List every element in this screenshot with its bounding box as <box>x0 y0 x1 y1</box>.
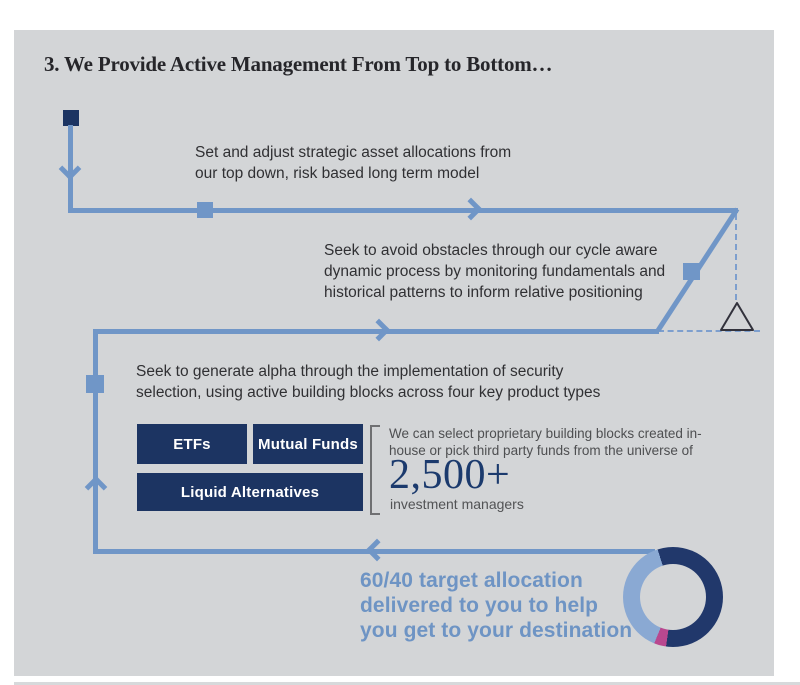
start-node-square <box>63 110 79 126</box>
road-segment-right-2 <box>93 329 659 334</box>
destination-line1: 60/40 target allocation <box>360 569 583 592</box>
road-node-3 <box>86 375 104 393</box>
step1-line2: our top down, risk based long term model <box>195 165 480 182</box>
road-node-1 <box>197 202 213 218</box>
allocation-donut-chart <box>623 547 723 647</box>
page-title: 3. We Provide Active Management From Top… <box>44 52 553 76</box>
destination-line2: delivered to you to help <box>360 594 599 617</box>
next-card-edge <box>14 682 800 685</box>
blocked-path-vertical <box>735 214 737 300</box>
product-box-mutual-funds: Mutual Funds <box>253 424 363 464</box>
product-box-etfs: ETFs <box>137 424 247 464</box>
blocked-path-horizontal <box>658 330 760 332</box>
step3-line1: Seek to generate alpha through the imple… <box>136 363 564 380</box>
annotation-line2: house or pick third party funds from the… <box>389 442 693 458</box>
arrow-right-icon-2 <box>367 318 391 342</box>
destination-text: 60/40 target allocation delivered to you… <box>360 568 632 643</box>
arrow-left-icon <box>365 538 389 562</box>
road-node-2 <box>683 263 700 280</box>
stat-caption: investment managers <box>390 496 524 512</box>
step2-line3: historical patterns to inform relative p… <box>324 284 643 301</box>
annotation-line1: We can select proprietary building block… <box>389 426 702 441</box>
arrow-down-icon <box>58 157 82 181</box>
road-segment-bottom <box>95 549 655 554</box>
road-segment-right-1 <box>68 208 738 213</box>
donut-hole <box>640 564 706 630</box>
step3-text: Seek to generate alpha through the imple… <box>136 361 600 403</box>
product-box-liquid-alternatives: Liquid Alternatives <box>137 473 363 511</box>
road-segment-left-vertical <box>93 329 98 554</box>
step1-line1: Set and adjust strategic asset allocatio… <box>195 144 512 161</box>
road-segment-down-1 <box>68 125 73 213</box>
destination-line3: you get to your destination <box>360 619 633 642</box>
obstacle-triangle-icon <box>718 300 756 333</box>
step2-line2: dynamic process by monitoring fundamenta… <box>324 263 666 280</box>
arrow-right-icon-1 <box>459 197 483 221</box>
arrow-up-icon <box>84 475 108 499</box>
step2-line1: Seek to avoid obstacles through our cycl… <box>324 242 658 259</box>
group-bracket <box>370 425 380 515</box>
step1-text: Set and adjust strategic asset allocatio… <box>195 142 511 184</box>
annotation-text: We can select proprietary building block… <box>389 426 702 459</box>
slide-card: 3. We Provide Active Management From Top… <box>14 30 774 676</box>
step2-text: Seek to avoid obstacles through our cycl… <box>324 240 665 303</box>
step3-line2: selection, using active building blocks … <box>136 384 601 401</box>
stat-value: 2,500+ <box>389 452 511 498</box>
